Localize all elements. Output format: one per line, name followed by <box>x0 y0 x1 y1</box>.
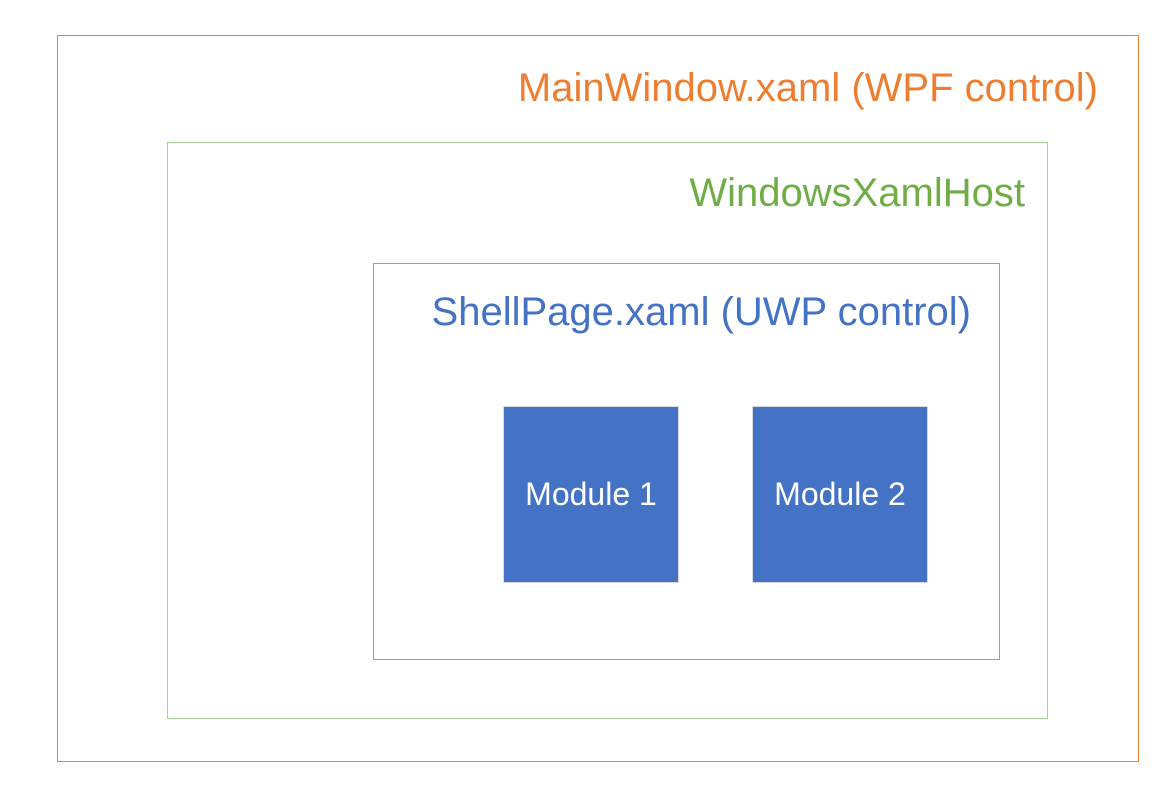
module-box-1-label: Module 1 <box>525 476 657 513</box>
container-windowsxamlhost: WindowsXamlHost ShellPage.xaml (UWP cont… <box>167 142 1048 719</box>
module-box-2[interactable]: Module 2 <box>752 406 928 583</box>
module-box-1[interactable]: Module 1 <box>503 406 679 583</box>
module-box-2-label: Module 2 <box>774 476 906 513</box>
container-mainwindow: MainWindow.xaml (WPF control) WindowsXam… <box>57 35 1139 762</box>
container-shellpage: ShellPage.xaml (UWP control) Module 1 Mo… <box>373 263 1000 660</box>
container-label-shellpage: ShellPage.xaml (UWP control) <box>431 290 971 334</box>
container-label-mainwindow: MainWindow.xaml (WPF control) <box>517 66 1098 110</box>
module-row: Module 1 Module 2 <box>503 406 929 583</box>
container-label-windowsxamlhost: WindowsXamlHost <box>689 171 1025 215</box>
